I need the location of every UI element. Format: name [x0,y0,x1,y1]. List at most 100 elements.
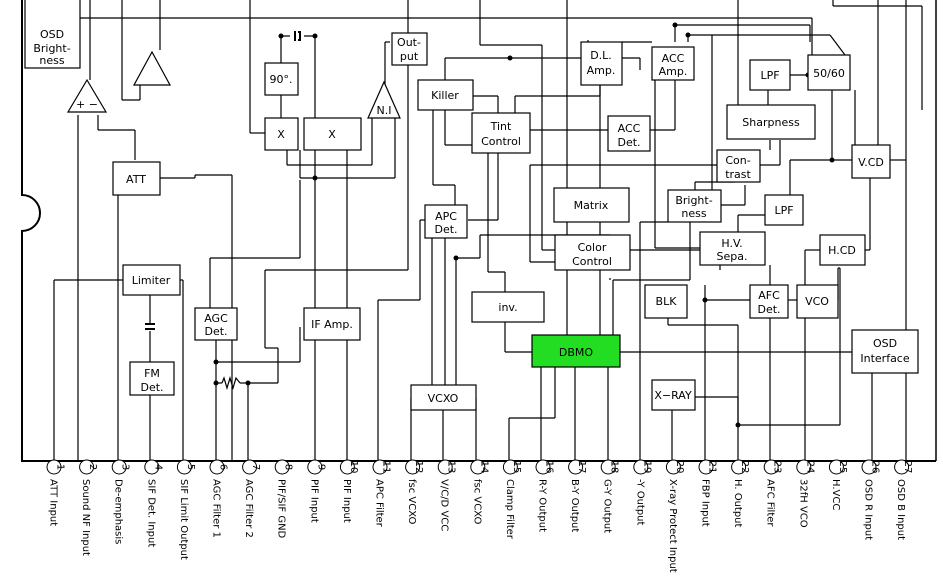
pin-label: PIF Input [341,479,352,523]
svg-text:Out-: Out- [397,36,421,49]
pin-20: 20X-ray Protect Input [665,459,685,573]
svg-text:90°.: 90°. [270,73,293,86]
dbmo-block: DBMO [531,334,621,368]
pin-number: 10 [348,461,359,474]
pin-22: 22H. Output [731,459,750,528]
pin-label: APC Filter [374,479,385,528]
svg-text:Color: Color [578,241,607,254]
mixer-block-1: X [264,117,299,151]
amplifier-plus-minus: + − [66,78,108,113]
svg-text:ness: ness [39,54,64,67]
svg-text:Bright-: Bright- [675,194,712,207]
svg-text:DBMO: DBMO [559,346,594,359]
pin-number: 13 [446,461,457,474]
vco-block: VCO [796,284,839,319]
lpf-top-block: LPF [749,59,791,91]
svg-text:Det.: Det. [757,303,780,316]
svg-text:Bright-: Bright- [33,42,70,55]
svg-text:BLK: BLK [656,295,678,308]
pin-label: AGC Filter 2 [243,479,254,538]
killer-block: Killer [417,79,474,111]
svg-text:ACC: ACC [618,122,641,135]
svg-text:Matrix: Matrix [574,199,609,212]
pin-17: 17B-Y Output [568,459,587,532]
pin-circle [46,459,62,475]
lpf-lower-block: LPF [764,194,804,226]
svg-text:H.CD: H.CD [828,244,856,257]
pin-circle [470,459,486,475]
svg-text:LPF: LPF [760,69,779,82]
pin-circle [339,459,355,475]
dl-amp-block: D.L. Amp. [580,41,623,86]
pin-number: 23 [772,461,783,474]
svg-text:VCO: VCO [805,295,829,308]
pin-number: 19 [641,461,652,474]
svg-text:Sharpness: Sharpness [742,116,800,129]
svg-text:OSD: OSD [40,28,64,41]
svg-text:OSD: OSD [873,337,897,350]
inv-block: inv. [471,291,545,323]
pin-circle [698,459,714,475]
pin-number: 25 [837,461,848,474]
svg-text:APC: APC [435,210,457,223]
pin-number: 21 [707,461,718,474]
mixer-block-2: X [303,117,362,151]
afc-det-block: AFC Det. [749,284,789,319]
pin-label: X-ray Protect Input [667,479,678,573]
pin-label: H.VCC [830,479,841,510]
pin-number: 16 [544,461,555,474]
svg-text:Tint: Tint [490,120,512,133]
pin-number: 4 [152,464,163,470]
pin-circle [731,459,747,475]
svg-text:Amp.: Amp. [587,64,616,77]
svg-text:H.V.: H.V. [721,237,742,250]
ic-outline [21,0,937,462]
pin-circle [242,459,258,475]
hv-sepa-block: H.V. Sepa. [699,231,766,266]
wiring [53,0,923,461]
svg-text:X: X [277,128,285,141]
xray-block: X−RAY [651,379,696,411]
pin-number: 17 [576,461,587,474]
passive-components [144,31,304,391]
fm-det-block: FM Det. [129,361,175,396]
svg-text:Det.: Det. [140,381,163,394]
pin-circle [176,459,192,475]
pin-number: 9 [315,464,326,470]
if-amp-block: IF Amp. [303,307,361,341]
svg-text:X: X [328,128,336,141]
pin-number: 26 [870,461,881,474]
phase-90-block: 90°. [264,62,299,96]
svg-text:Det.: Det. [617,136,640,149]
svg-text:Killer: Killer [431,89,459,102]
svg-text:AFC: AFC [758,289,780,302]
pin-label: PIF Input [308,479,319,523]
amplifier-triangle [132,50,172,86]
pin-circle [861,459,877,475]
pin-number: 11 [381,461,392,474]
pin-label: Clamp Filter [504,479,515,540]
agc-det-block: AGC Det. [194,307,238,341]
pin-number: 12 [413,461,424,474]
svg-text:Control: Control [572,255,612,268]
svg-text:D.L.: D.L. [590,49,612,62]
pin-circle [633,459,649,475]
blk-block: BLK [644,284,688,319]
pin-label: fsc VCXO [471,479,482,524]
pin-number: 6 [218,464,229,470]
pin-label: ATT Input [48,479,59,526]
matrix-block: Matrix [553,187,630,223]
pin-13: 13V/C/D VCC [437,459,457,531]
